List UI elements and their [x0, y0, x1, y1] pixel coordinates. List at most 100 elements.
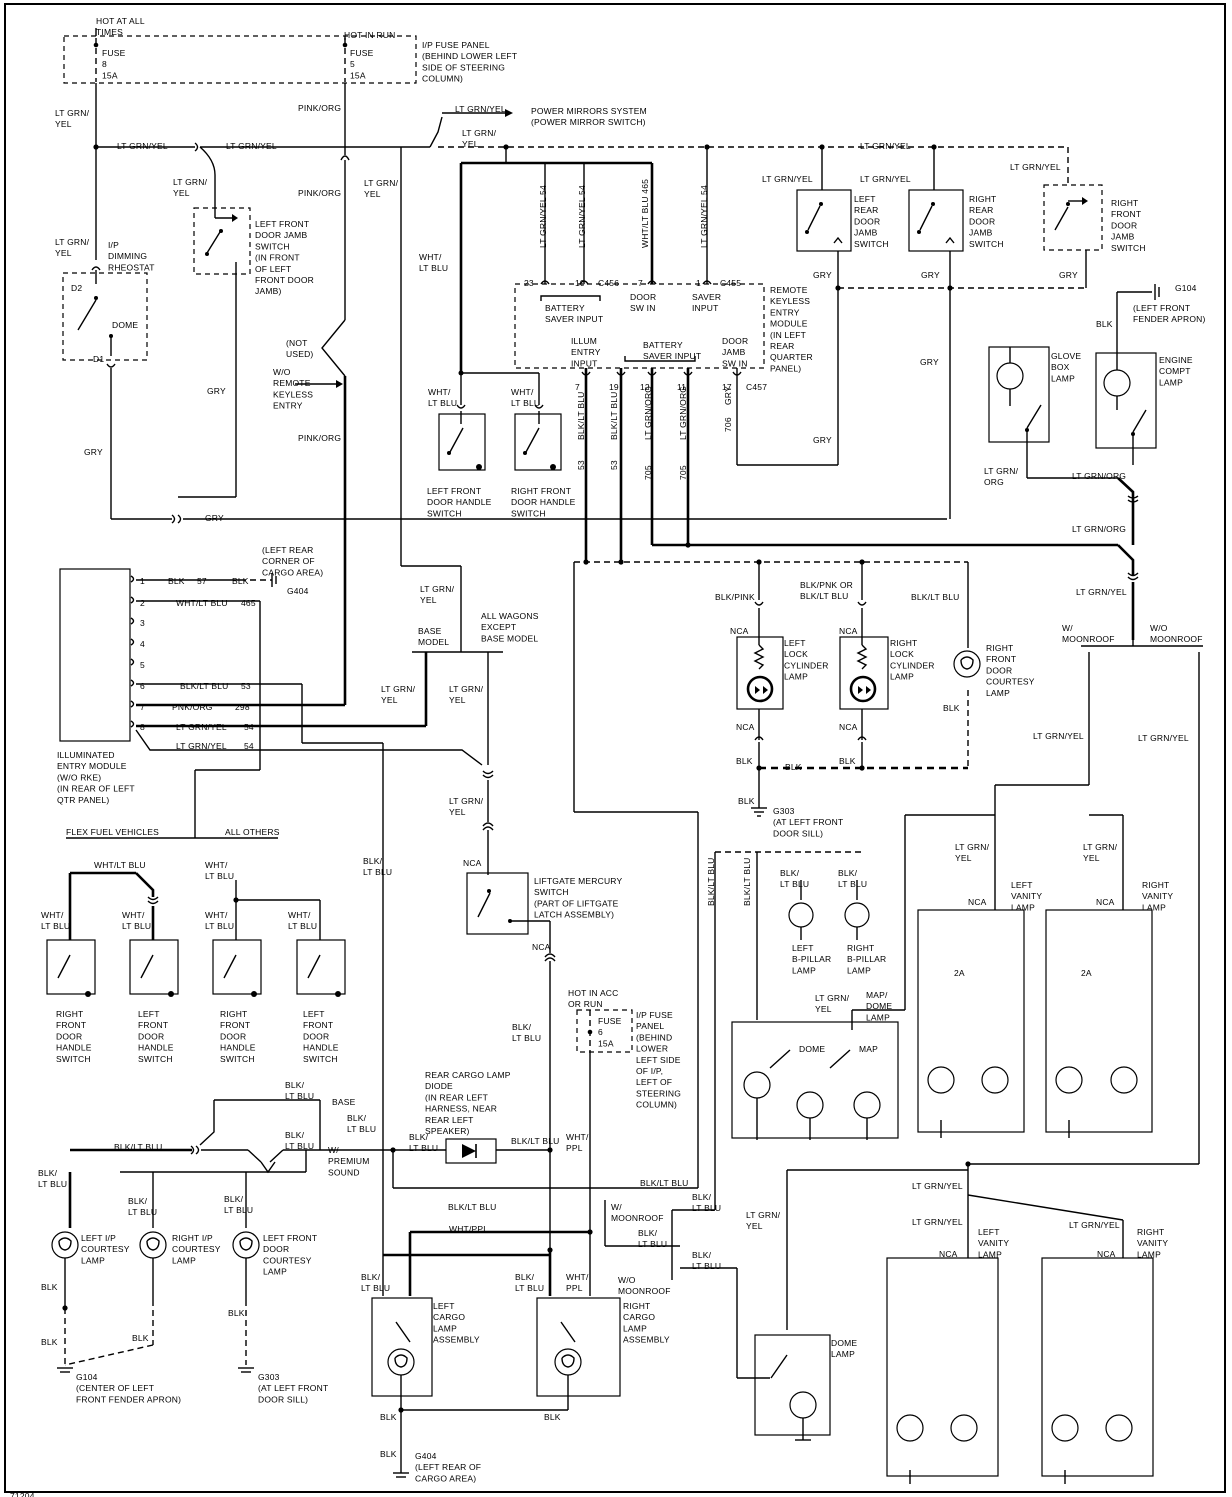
diagram-label: G404	[287, 586, 309, 596]
wire-label-vertical: 53	[576, 460, 586, 470]
diagram-label: 54	[244, 722, 254, 732]
wire-label-vertical: LT GRN/ORG	[643, 386, 653, 440]
diagram-label: LT GRN/ORG	[984, 466, 1019, 487]
diagram-label: BLK/LT BLU	[911, 592, 959, 602]
diagram-label: D1	[93, 354, 104, 364]
diagram-label: BLK	[839, 756, 856, 766]
diagram-label: BLK/LT BLU	[114, 1142, 162, 1152]
diagram-label: HOT IN RUN	[344, 30, 395, 40]
diagram-label: BLK	[736, 756, 753, 766]
diagram-label: WHT/LT BLU	[205, 910, 234, 931]
diagram-label: BLK/LT BLU	[128, 1196, 157, 1217]
diagram-label: 6	[140, 681, 145, 691]
diagram-label: BLK	[228, 1308, 245, 1318]
diagram-label: WHT/LT BLU	[511, 387, 540, 408]
diagram-label: LT GRN/YEL	[176, 741, 227, 751]
diagram-label: LT GRN/YEL	[226, 141, 277, 151]
diagram-label: BLK	[544, 1412, 561, 1422]
diagram-label: BASE	[332, 1097, 356, 1107]
diagram-label: D2	[71, 283, 82, 293]
diagram-label: BLK/LT BLU	[180, 681, 228, 691]
diagram-label: NCA	[736, 722, 755, 732]
diagram-label: LT GRN/YEL	[1076, 587, 1127, 597]
diagram-label: PINK/ORG	[298, 433, 341, 443]
diagram-label: 8	[140, 722, 145, 732]
diagram-label: FLEX FUEL VEHICLES	[66, 827, 159, 837]
wire-label-vertical: 705	[643, 465, 653, 480]
diagram-label: GRY	[205, 513, 224, 523]
wire-label-vertical: 705	[678, 465, 688, 480]
diagram-label: BLK	[41, 1282, 58, 1292]
diagram-label: BLK	[232, 576, 249, 586]
diagram-label: WHT/LT BLU	[41, 910, 70, 931]
diagram-label: WHT/LT BLU	[122, 910, 151, 931]
diagram-label: 7	[638, 278, 643, 288]
diagram-label: 1	[140, 576, 145, 586]
diagram-label: LT GRN/YEL	[912, 1181, 963, 1191]
diagram-label: 23	[524, 278, 534, 288]
diagram-label: LT GRN/YEL	[420, 584, 455, 605]
diagram-label: LT GRN/YEL	[762, 174, 813, 184]
diagram-label: 5	[140, 660, 145, 670]
wire-label-vertical: BLK/LT BLU	[742, 858, 752, 906]
diagram-label: C457	[746, 382, 767, 392]
diagram-label: C455	[720, 278, 741, 288]
diagram-label: LT GRN/YEL	[117, 141, 168, 151]
diagram-label: BLK/LT BLU	[511, 1136, 559, 1146]
diagram-label: BLK/LT BLU	[448, 1202, 496, 1212]
diagram-label: 1	[696, 278, 701, 288]
diagram-label: LT GRN/ORG	[1072, 524, 1126, 534]
wire-label-vertical: 706	[723, 417, 733, 432]
diagram-label: PINK/ORG	[298, 103, 341, 113]
diagram-label: LT GRN/YEL	[55, 108, 90, 129]
diagram-label: BLK/LT BLU	[347, 1113, 376, 1134]
diagram-label: LT GRN/YEL	[860, 141, 911, 151]
diagram-label: DOME	[112, 320, 138, 330]
diagram-label: G104	[1175, 283, 1197, 293]
diagram-label: BLK	[41, 1337, 58, 1347]
diagram-label: WHT/PPL	[566, 1272, 589, 1293]
diagram-label: GRY	[1059, 270, 1078, 280]
diagram-label: NCA	[839, 722, 858, 732]
wire-label-vertical: WHT/LT BLU 465	[640, 179, 650, 248]
diagram-label: C456	[598, 278, 619, 288]
diagram-label: BLK/LT BLU	[638, 1228, 667, 1249]
diagram-frame	[4, 3, 1226, 1493]
diagram-label: BLK	[380, 1412, 397, 1422]
diagram-label: BLK	[132, 1333, 149, 1343]
diagram-label: GRY	[84, 447, 103, 457]
diagram-label: 7	[575, 382, 580, 392]
diagram-label: GRY	[813, 435, 832, 445]
diagram-label: 10	[575, 278, 585, 288]
diagram-label: WHT/LT BLU	[176, 598, 228, 608]
